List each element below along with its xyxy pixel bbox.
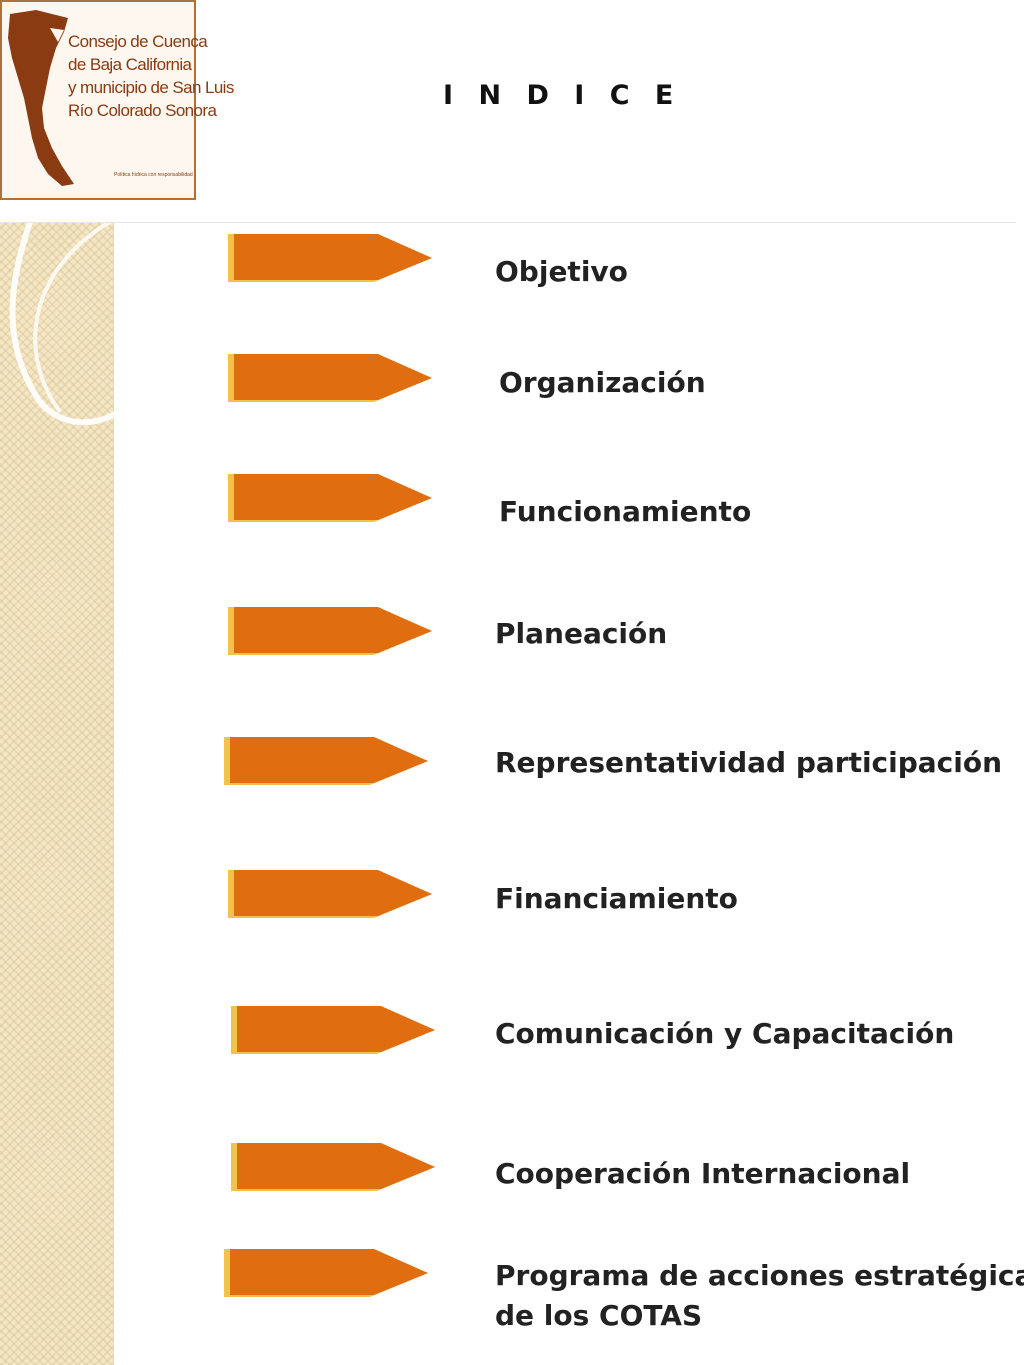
decorative-swirl bbox=[9, 222, 140, 426]
logo-line: Consejo de Cuenca bbox=[68, 32, 208, 51]
page-title: I N D I C E bbox=[443, 80, 682, 111]
index-item[interactable]: Comunicación y Capacitación bbox=[495, 1017, 955, 1050]
index-item[interactable]: Funcionamiento bbox=[499, 495, 752, 528]
arrow-icon bbox=[228, 354, 432, 402]
index-item[interactable]: Programa de acciones estratégicas bbox=[495, 1259, 1024, 1292]
logo-line: Río Colorado Sonora bbox=[68, 101, 217, 120]
logo: Consejo de Cuenca de Baja California y m… bbox=[0, 0, 234, 200]
index-item[interactable]: Cooperación Internacional bbox=[495, 1157, 911, 1190]
index-item-line2[interactable]: de los COTAS bbox=[495, 1299, 703, 1332]
index-item[interactable]: Planeación bbox=[495, 617, 668, 650]
arrow-icon bbox=[228, 607, 432, 655]
arrow-icon bbox=[228, 474, 432, 522]
arrow-icon bbox=[231, 1006, 435, 1054]
arrow-icon bbox=[228, 234, 432, 282]
index-item[interactable]: Representatividad participación bbox=[495, 746, 1003, 779]
logo-text: Consejo de Cuenca de Baja California y m… bbox=[68, 30, 234, 122]
arrow-icon bbox=[231, 1143, 435, 1191]
arrow-icon bbox=[224, 737, 428, 785]
arrow-icon bbox=[228, 870, 432, 918]
logo-line: de Baja California bbox=[68, 55, 192, 74]
index-item[interactable]: Objetivo bbox=[495, 255, 628, 288]
arrow-icon bbox=[224, 1249, 428, 1297]
baja-california-map-icon bbox=[8, 10, 74, 186]
logo-tagline: Política hídrica con responsabilidad bbox=[114, 172, 193, 178]
header: Consejo de Cuenca de Baja California y m… bbox=[0, 0, 1016, 223]
index-item[interactable]: Financiamiento bbox=[495, 882, 738, 915]
logo-line: y municipio de San Luis bbox=[68, 78, 234, 97]
index-item[interactable]: Organización bbox=[499, 366, 706, 399]
